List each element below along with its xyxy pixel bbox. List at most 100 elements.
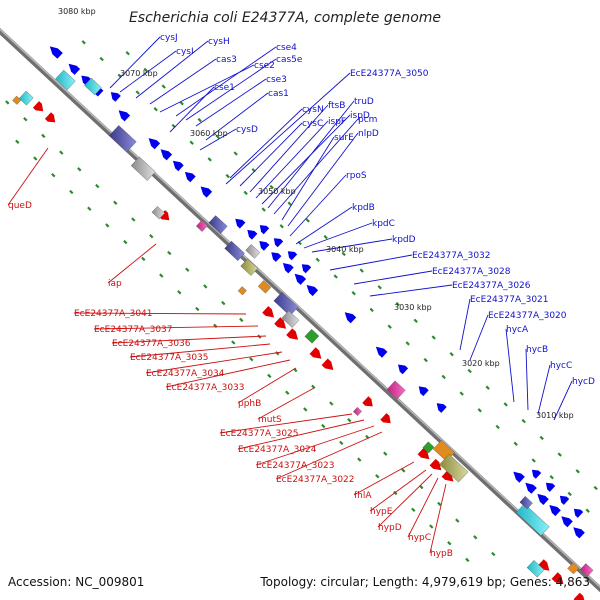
feature-block: [439, 453, 469, 483]
gene-label: EcE24377A_3037: [94, 325, 173, 335]
position-dot: [81, 40, 86, 45]
gene-label: EcE24377A_3028: [432, 267, 511, 277]
gene-label: cysI: [176, 47, 194, 57]
position-dot: [233, 151, 238, 156]
tick-label: 3010 kbp: [536, 411, 574, 420]
feature-block: [240, 258, 259, 276]
gene-label: EcE24377A_3026: [452, 281, 531, 291]
position-dot: [225, 173, 230, 179]
reverse-gene: [184, 171, 196, 183]
reverse-gene: [235, 218, 246, 229]
gene-label: EcE24377A_3025: [220, 429, 299, 439]
position-dot: [149, 234, 154, 239]
position-dot: [315, 257, 320, 262]
leader-line: [459, 298, 471, 351]
position-dot: [401, 468, 406, 473]
leader-line: [249, 104, 329, 193]
leader-line: [175, 46, 277, 117]
position-dot: [495, 424, 500, 430]
feature-block: [55, 69, 76, 91]
forward-gene: [573, 592, 585, 600]
leader-line: [369, 284, 453, 297]
position-dot: [275, 351, 280, 356]
leader-line: [237, 367, 297, 404]
reverse-gene: [172, 160, 184, 172]
position-dot: [539, 435, 544, 441]
gene-label: hypE: [370, 507, 393, 517]
position-dot: [441, 374, 446, 380]
position-dot: [203, 284, 208, 289]
position-dot: [167, 250, 172, 256]
gene-label: hypB: [430, 549, 453, 559]
position-dot: [465, 557, 470, 563]
feature-block: [245, 244, 261, 259]
reverse-gene: [306, 285, 319, 297]
feature-block: [353, 406, 362, 416]
gene-label: rpoS: [346, 171, 367, 181]
position-dot: [503, 402, 508, 407]
leader-line: [311, 238, 393, 253]
leader-line: [129, 343, 271, 358]
leader-line: [199, 128, 237, 151]
feature-block: [281, 310, 300, 328]
position-dot: [375, 474, 380, 479]
position-dot: [339, 440, 344, 446]
forward-gene: [309, 347, 322, 359]
feature-block: [18, 90, 34, 106]
leader-line: [107, 243, 157, 284]
position-dot: [593, 485, 598, 491]
position-dot: [411, 507, 416, 512]
leader-line: [93, 325, 259, 330]
gene-label: EcE24377A_3032: [412, 251, 491, 261]
position-dot: [387, 324, 392, 329]
reverse-gene: [561, 516, 573, 528]
position-dot: [369, 307, 374, 313]
position-dot: [357, 457, 362, 462]
genome-summary-text: Topology: circular; Length: 4,979,619 bp…: [259, 575, 590, 589]
reverse-gene: [537, 493, 549, 505]
position-dot: [575, 469, 580, 474]
gene-label: EcE24377A_3022: [276, 475, 355, 485]
feature-block: [386, 380, 406, 400]
position-dot: [195, 306, 200, 312]
reverse-gene: [573, 527, 585, 539]
gene-features: [12, 46, 594, 600]
feature-block: [304, 328, 320, 344]
position-dot: [447, 541, 452, 546]
position-dot: [231, 340, 236, 345]
position-dot: [429, 524, 434, 529]
position-dot: [473, 535, 478, 540]
leader-line: [255, 120, 329, 199]
position-dot: [15, 139, 20, 144]
gene-label: cysJ: [160, 33, 178, 43]
position-dot: [153, 107, 158, 112]
tick-label: 3070 kbp: [120, 69, 158, 78]
leader-line: [429, 483, 447, 554]
leader-line: [165, 359, 291, 388]
gene-label: cysC: [302, 119, 323, 129]
leader-line: [267, 100, 355, 209]
leader-line: [353, 270, 433, 285]
leader-line: [135, 40, 209, 99]
position-dot: [221, 300, 226, 306]
position-dot: [585, 508, 590, 513]
reverse-gene: [559, 495, 570, 505]
forward-gene: [158, 210, 170, 221]
forward-gene: [274, 317, 287, 329]
position-dot: [287, 201, 292, 206]
forward-gene: [362, 396, 373, 407]
gene-label: pphB: [238, 399, 261, 409]
tick-label: 3050 kbp: [258, 187, 296, 196]
position-dot: [485, 385, 490, 390]
leader-line: [289, 174, 347, 237]
reverse-gene: [273, 238, 284, 248]
position-dot: [285, 390, 290, 395]
leader-line: [239, 122, 303, 187]
position-dot: [557, 452, 562, 457]
position-dot: [135, 90, 140, 95]
reverse-gene: [160, 149, 173, 161]
feature-block: [12, 95, 22, 105]
position-dot: [215, 134, 220, 139]
